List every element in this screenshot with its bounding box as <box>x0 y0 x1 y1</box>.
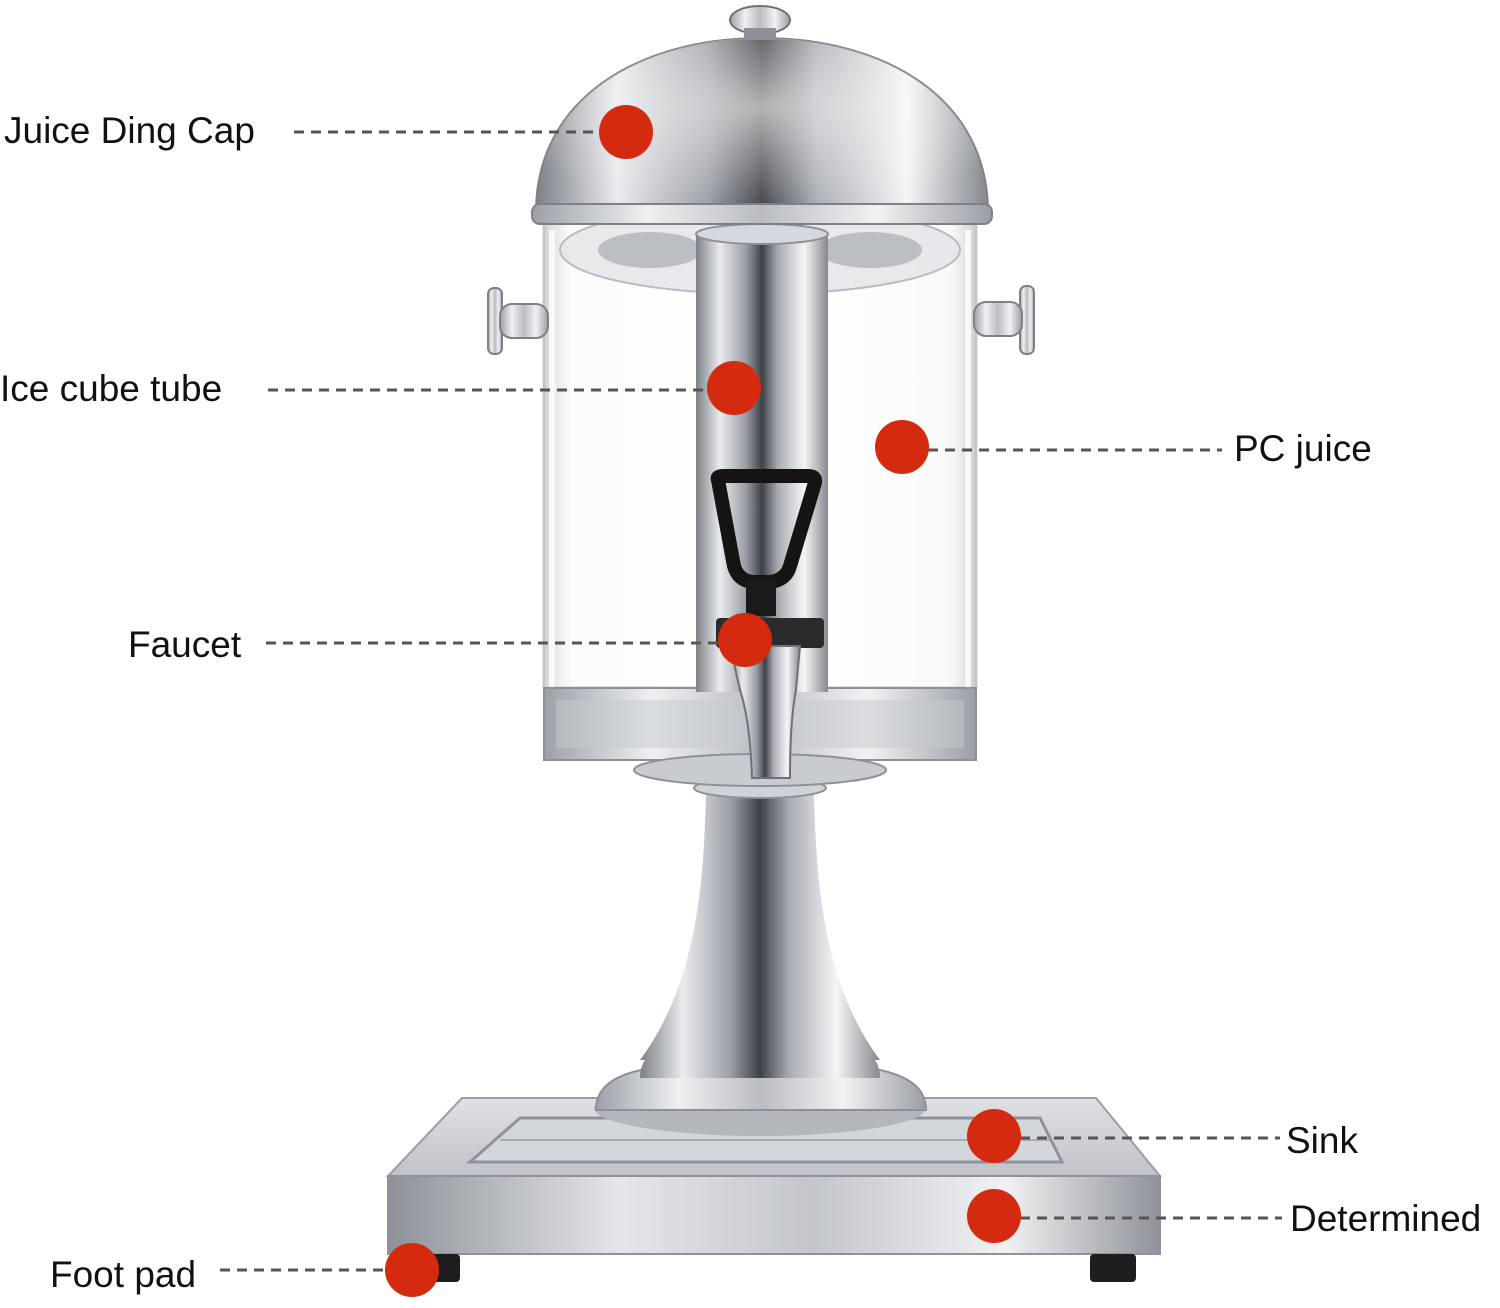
pedestal-group <box>594 777 928 1136</box>
lid-rim <box>531 203 993 225</box>
base-front-panel <box>387 1175 1161 1255</box>
label-foot-pad: Foot pad <box>50 1254 197 1295</box>
label-faucet: Faucet <box>128 624 242 665</box>
dome-lid-group <box>531 5 993 225</box>
foot-pad-right-shape <box>1090 1254 1136 1282</box>
faucet-spout <box>728 645 802 779</box>
marker-determined <box>967 1189 1021 1243</box>
faucet-handle <box>710 469 823 589</box>
label-juice-ding-cap: Juice Ding Cap <box>4 110 255 151</box>
label-sink: Sink <box>1286 1120 1358 1161</box>
marker-faucet <box>718 613 772 667</box>
pedestal-neck <box>640 790 880 1060</box>
label-ice-cube-tube: Ice cube tube <box>0 368 223 409</box>
marker-juice-ding-cap <box>599 105 653 159</box>
label-determined: Determined <box>1290 1198 1482 1239</box>
marker-sink <box>967 1109 1021 1163</box>
side-knob-right <box>973 285 1035 355</box>
leader-lines <box>220 130 1282 1272</box>
marker-foot-pad <box>385 1243 439 1297</box>
marker-pc-juice <box>875 420 929 474</box>
markers <box>385 105 1021 1297</box>
marker-ice-cube-tube <box>707 361 761 415</box>
side-knob-left <box>487 287 549 355</box>
label-pc-juice: PC juice <box>1234 428 1372 469</box>
